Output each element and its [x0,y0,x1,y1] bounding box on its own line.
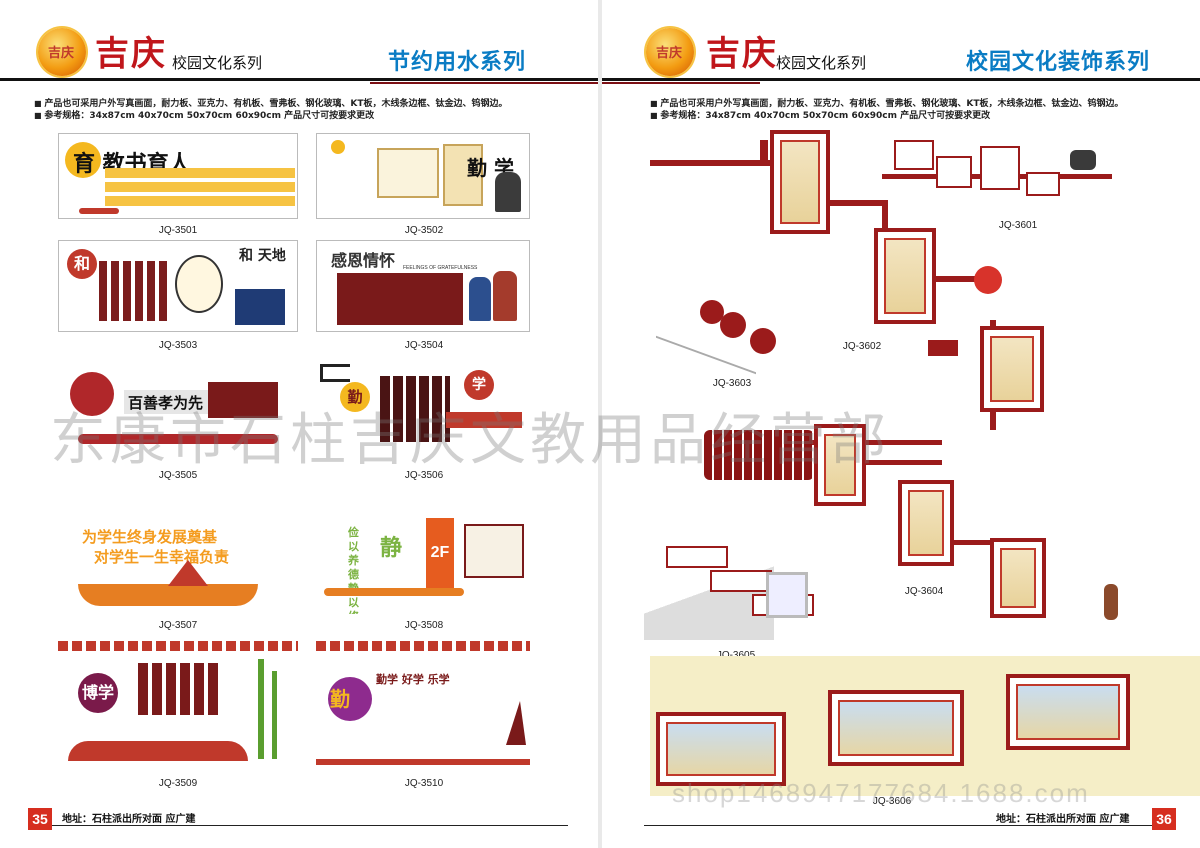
url-watermark: shop1468947177684.1688.com [672,778,1090,808]
product-image-jq3506: 勤 学 [316,360,530,460]
product-image-jq3509: 博学 [58,641,298,771]
product-image-jq3508: 俭以养德 静以修身 静 2F [316,510,530,614]
frame-jq3601-a [894,140,934,170]
product-code: JQ-3508 [404,620,444,631]
page-number: 36 [1152,808,1176,830]
product-image-jq3510: 勤 勤学 好学 乐学 [316,641,530,771]
frame-jq3601-b [936,156,972,188]
frame-jq3602-b [874,228,936,324]
figure-statue-icon [1104,584,1118,620]
tile-heading: 学 [464,370,494,400]
product-image-jq3507: 为学生终身发展奠基 对学生一生幸福负责 [58,520,298,614]
product-code: JQ-3602 [842,341,882,352]
product-image-jq3502: 勤 学 [316,133,530,219]
frame-jq3602-a [770,130,830,234]
product-image-jq3501: 育 教书育人 [58,133,298,219]
frame-jq3606-c [1006,674,1130,750]
product-code: JQ-3603 [712,378,752,389]
flower-ornament-icon [974,266,1002,294]
frame-jq3604-a [814,424,866,506]
frame-jq3602-c [980,326,1044,412]
product-note: 产品也可采用户外写真画面，耐力板、亚克力、有机板、雪弗板、钢化玻璃、KT板，木线… [650,96,1123,109]
header-accent-rule [600,82,760,84]
bamboo-scroll-graphic [704,430,814,480]
spec-note: 参考规格：34x87cm 40x70cm 50x70cm 60x90cm 产品尺… [650,108,990,121]
frame-jq3606-a [656,712,786,786]
brand-logo-icon: 吉庆 [38,28,86,76]
window-graphic [766,572,808,618]
brand-name: 吉庆 [706,34,778,74]
footer-rule [644,825,1154,826]
product-image-jq3504: 感恩情怀 FEELINGS OF GRATEFULNESS [316,240,530,332]
frame-jq3601-c [980,146,1020,190]
right-catalog-page: 吉庆 吉庆 校园文化系列 校园文化装饰系列 产品也可采用户外写真画面，耐力板、亚… [600,0,1200,848]
frame-jq3604-b [898,480,954,566]
product-code: JQ-3605 [666,650,806,661]
product-code: JQ-3606 [872,796,912,807]
series-title: 校园文化装饰系列 [966,50,1151,75]
product-code: JQ-3510 [404,778,444,789]
frame-jq3605-b [710,570,772,592]
tile-heading: 百善孝为先 [128,394,204,412]
header-rule [600,78,1200,81]
product-code: JQ-3509 [158,778,198,789]
brand-subtitle: 校园文化系列 [172,54,263,72]
page-gutter [598,0,602,848]
brand-name: 吉庆 [95,34,167,74]
tile-heading: 博学 [78,673,118,713]
product-code: JQ-3503 [158,340,198,351]
product-image-jq3505: 百善孝为先 [58,360,298,460]
page-number: 35 [28,808,52,830]
product-code: JQ-3604 [904,586,944,597]
product-image-jq3503: 和 和 天地 [58,240,298,332]
shop-watermark: 东康市石柱吉庆文教用品经营部 [50,408,890,473]
tile-slogan-line1: 为学生终身发展奠基 [82,528,218,546]
footer-address: 地址：石柱派出所对面 应广建 [62,814,196,825]
tile-column-text: 俭以养德 静以修身 [348,526,359,614]
header-accent-rule [370,82,600,84]
footer-address: 地址：石柱派出所对面 应广建 [996,814,1130,825]
product-code: JQ-3504 [404,340,444,351]
tile-heading: 和 天地 [239,248,286,264]
tile-heading: 静 [380,535,403,561]
product-code: JQ-3601 [998,220,1038,231]
product-code: JQ-3505 [158,470,198,481]
header-rule [0,78,600,81]
brand-subtitle: 校园文化系列 [776,54,867,72]
spec-note: 参考规格：34x87cm 40x70cm 50x70cm 60x90cm 产品尺… [34,108,374,121]
tile-heading: 勤 [330,687,350,711]
product-code: JQ-3501 [158,225,198,236]
product-note: 产品也可采用户外写真画面，耐力板、亚克力、有机板、雪弗板、钢化玻璃、KT板，木线… [34,96,507,109]
frame-jq3605-a [666,546,728,568]
footer-rule [28,825,568,826]
frame-jq3604-c [990,538,1046,618]
frame-jq3601-d [1026,172,1060,196]
brand-logo-icon: 吉庆 [646,28,694,76]
product-code: JQ-3502 [404,225,444,236]
tile-subheading: FEELINGS OF GRATEFULNESS [403,265,478,271]
tile-slogan-line2: 对学生一生幸福负责 [94,548,230,566]
series-title: 节约用水系列 [388,50,527,75]
tile-slogan: 勤学 好学 乐学 [376,673,450,686]
frame-jq3606-b [828,690,964,766]
floor-sign: 2F [426,518,454,588]
product-code: JQ-3507 [158,620,198,631]
tile-heading: 感恩情怀 [331,251,396,270]
product-code: JQ-3506 [404,470,444,481]
left-catalog-page: 吉庆 吉庆 校园文化系列 节约用水系列 产品也可采用户外写真画面，耐力板、亚克力… [0,0,600,848]
hexagon-sign-icon [1070,150,1096,170]
